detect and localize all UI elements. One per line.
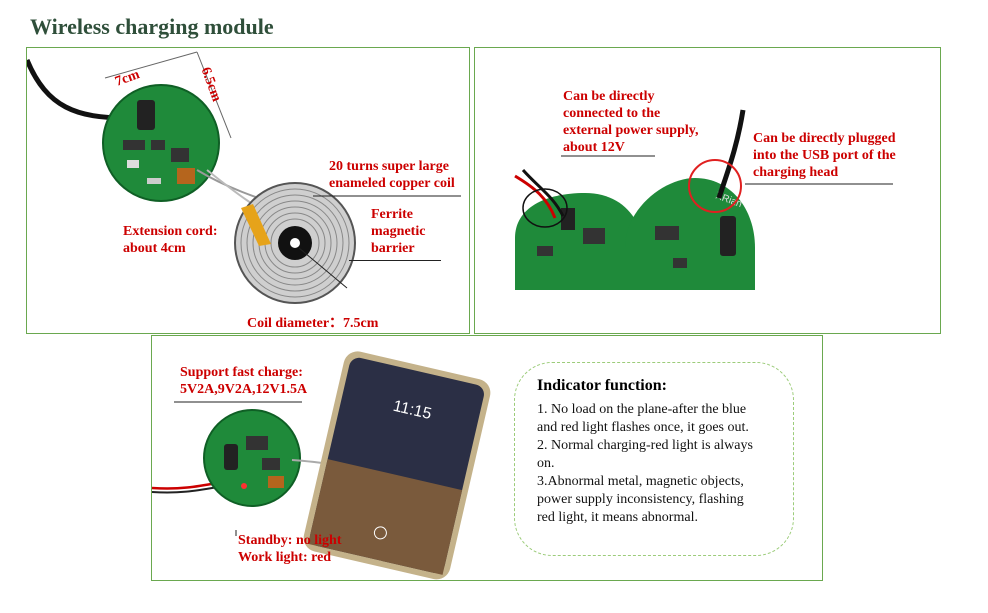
capacitor bbox=[720, 216, 736, 256]
indicator-line: 3.Abnormal metal, magnetic objects, bbox=[537, 474, 744, 489]
usb-cable bbox=[716, 109, 746, 199]
usb-highlight bbox=[688, 159, 742, 213]
demo-photo: 11:15 bbox=[152, 351, 491, 580]
indicator-box: Indicator function: 1. No load on the pl… bbox=[514, 362, 794, 556]
fastcharge-label-1: Support fast charge: bbox=[180, 365, 303, 380]
external-power-highlight bbox=[522, 188, 568, 228]
work-light bbox=[241, 483, 247, 489]
indicator-line: 2. Normal charging-red light is always bbox=[537, 438, 753, 453]
power-photo: XRian bbox=[514, 109, 893, 290]
left-pcb-board bbox=[515, 193, 645, 290]
ferrite-label-2: magnetic bbox=[371, 224, 426, 239]
power-cable bbox=[27, 59, 128, 121]
usb-label-1: Can be directly plugged bbox=[753, 131, 896, 146]
ferrite-label-1: Ferrite bbox=[371, 207, 413, 222]
inductor bbox=[177, 168, 195, 184]
fastcharge-label-2: 5V2A,9V2A,12V1.5A bbox=[180, 382, 308, 397]
diameter-label: Coil diameter：7.5cm bbox=[247, 316, 379, 331]
page-title: Wireless charging module bbox=[30, 14, 274, 39]
usb-label-3: charging head bbox=[753, 165, 839, 180]
coil-label-2: enameled copper coil bbox=[329, 176, 455, 191]
demo-pcb-board bbox=[203, 409, 301, 507]
extension-label-2: about 4cm bbox=[123, 241, 186, 256]
external-label-4: about 12V bbox=[563, 140, 625, 155]
external-label-1: Can be directly bbox=[563, 89, 655, 104]
indicator-line: and red light flashes once, it goes out. bbox=[537, 420, 749, 435]
external-label-2: connected to the bbox=[563, 106, 661, 121]
indicator-line: 1. No load on the plane-after the blue bbox=[537, 402, 747, 417]
indicator-line: power supply inconsistency, flashing bbox=[537, 492, 744, 507]
power-panel: XRian Can be directly connected to the e… bbox=[474, 47, 941, 334]
demo-panel: 11:15 Support fast charge: 5V2A,9V2A,12V… bbox=[151, 335, 823, 581]
right-pcb-board bbox=[625, 178, 755, 290]
smartphone: 11:15 bbox=[303, 351, 491, 580]
external-label-3: external power supply, bbox=[563, 123, 699, 138]
standby-label-1: Standby: no light bbox=[238, 533, 342, 548]
standby-label-2: Work light: red bbox=[238, 550, 332, 565]
coil-lead bbox=[241, 204, 271, 246]
extension-label-1: Extension cord: bbox=[123, 224, 218, 239]
ferrite-label-3: barrier bbox=[371, 241, 415, 256]
indicator-line: on. bbox=[537, 456, 555, 471]
capacitor bbox=[137, 100, 155, 130]
indicator-title: Indicator function: bbox=[537, 377, 667, 394]
module-panel: 7cm 6.5cm 20 turns super large enameled … bbox=[26, 47, 470, 334]
coil-label-1: 20 turns super large bbox=[329, 159, 449, 174]
capacitor bbox=[224, 444, 238, 470]
usb-label-2: into the USB port of the bbox=[753, 148, 896, 163]
indicator-line: red light, it means abnormal. bbox=[537, 510, 698, 525]
fingerprint-icon bbox=[373, 526, 387, 540]
module-photo bbox=[27, 51, 461, 304]
